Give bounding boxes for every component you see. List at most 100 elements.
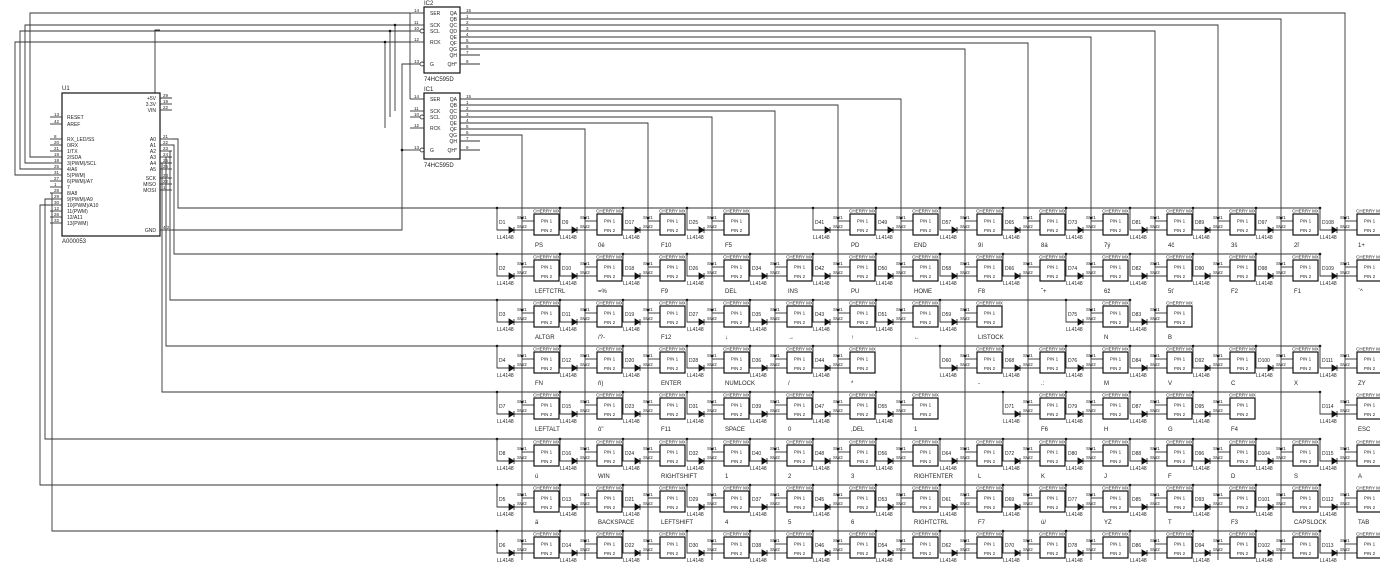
diode-part: LL4148 — [750, 281, 767, 287]
diode-wire — [1129, 254, 1142, 277]
register-pin-number: 10 — [414, 112, 420, 117]
switch-model: CHERRY MX — [1356, 532, 1380, 537]
diode-wire — [559, 392, 572, 415]
diode-wire — [1192, 346, 1205, 369]
switch-pin-label: SW1 — [707, 446, 717, 451]
switch-pin1: PIN 1 — [794, 357, 806, 362]
diode-part: LL4148 — [623, 466, 640, 472]
switch-pin-label: SW2 — [1340, 455, 1350, 460]
diode-part: LL4148 — [1256, 373, 1273, 379]
u1-pin-name: 8/A8 — [67, 191, 78, 197]
switch-pin-label: SW1 — [517, 307, 527, 312]
switch-pin-label: SW1 — [833, 215, 843, 220]
diode-icon — [508, 503, 515, 511]
junction-dot — [520, 354, 524, 358]
switch-pin2: PIN 2 — [667, 505, 679, 510]
diode-icon — [951, 457, 958, 465]
switch-pin-label: SW2 — [1023, 270, 1033, 275]
diode-part: LL4148 — [1320, 235, 1337, 241]
diode-part: LL4148 — [623, 419, 640, 425]
junction-dot — [899, 308, 903, 312]
switch-body — [912, 305, 939, 328]
switch-pin-label: SW2 — [1086, 362, 1096, 367]
diode-icon — [698, 364, 705, 372]
switch-body — [1102, 490, 1129, 513]
diode-reference: D18 — [625, 266, 634, 272]
junction-dot — [1153, 262, 1157, 266]
diode-part: LL4148 — [687, 235, 704, 241]
diode-reference: D38 — [752, 543, 761, 549]
diode-reference: D70 — [1005, 543, 1014, 549]
key-label: ¨^ — [1358, 289, 1363, 295]
switch-pin-label: SW1 — [580, 399, 590, 404]
diode-reference: D102 — [1258, 543, 1270, 549]
key-label: F12 — [661, 335, 672, 341]
switch-pin2: PIN 2 — [1174, 459, 1186, 464]
diode-wire — [1129, 392, 1142, 415]
diode-wire — [496, 392, 509, 415]
switch-pin1: PIN 1 — [920, 219, 932, 224]
switch-pin2: PIN 2 — [1174, 320, 1186, 325]
switch-pin-label: SW1 — [960, 538, 970, 543]
switch-pin2: PIN 2 — [604, 505, 616, 510]
key-label: 8á — [1041, 243, 1048, 249]
u1-pin-number: 32 — [54, 218, 60, 223]
switch-body — [976, 259, 1003, 282]
switch-pin-label: SW2 — [833, 224, 843, 229]
switch-body — [723, 213, 750, 236]
switch-pin2: PIN 2 — [731, 505, 743, 510]
junction-dot — [1026, 447, 1030, 451]
key-label: /?- — [598, 335, 605, 341]
switch-pin1: PIN 1 — [541, 311, 553, 316]
switch-pin-label: SW2 — [1150, 501, 1160, 506]
switch-pin-label: SW2 — [1150, 270, 1160, 275]
diode-reference: D7 — [499, 404, 506, 410]
switch-model: CHERRY MX — [723, 301, 750, 306]
switch-pin2: PIN 2 — [920, 551, 932, 556]
inverted-input-bubble — [419, 147, 425, 153]
diode-wire — [622, 485, 635, 508]
key-label: F2 — [1231, 289, 1239, 295]
switch-pin-label: SW1 — [1086, 353, 1096, 358]
key-label: DEL — [725, 289, 737, 295]
switch-pin-label: SW1 — [707, 307, 717, 312]
diode-part: LL4148 — [876, 327, 893, 333]
switch-pin2: PIN 2 — [920, 320, 932, 325]
junction-dot — [1026, 354, 1030, 358]
switch-pin-label: SW1 — [517, 353, 527, 358]
diode-icon — [824, 318, 831, 326]
inverted-input-bubble — [419, 61, 425, 67]
switch-model: CHERRY MX — [1356, 209, 1380, 214]
switch-body — [723, 259, 750, 282]
switch-pin-label: SW1 — [517, 538, 527, 543]
switch-model: CHERRY MX — [1102, 486, 1129, 491]
junction-dot — [836, 493, 840, 497]
register-pin-number: 7 — [466, 136, 469, 141]
switch-pin2: PIN 2 — [920, 274, 932, 279]
diode-wire — [559, 439, 572, 462]
switch-pin-label: SW1 — [1150, 261, 1160, 266]
diode-reference: D101 — [1258, 497, 1270, 503]
switch-pin-label: SW1 — [896, 538, 906, 543]
u1-pin-name: 4/A6 — [67, 167, 78, 173]
diode-reference: D113 — [1322, 543, 1334, 549]
key-label: 4 — [725, 520, 729, 526]
diode-part: LL4148 — [1130, 419, 1147, 425]
switch-pin1: PIN 1 — [984, 496, 996, 501]
switch-pin-label: SW1 — [643, 307, 653, 312]
switch-pin1: PIN 1 — [541, 450, 553, 455]
switch-pin2: PIN 2 — [667, 228, 679, 233]
diode-reference: D50 — [878, 266, 887, 272]
switch-pin2: PIN 2 — [541, 551, 553, 556]
junction-dot — [400, 148, 404, 152]
diode-part: LL4148 — [497, 419, 514, 425]
switch-body — [1166, 259, 1193, 282]
switch-pin-label: SW2 — [1213, 408, 1223, 413]
junction-dot — [583, 493, 587, 497]
switch-pin2: PIN 2 — [794, 551, 806, 556]
junction-dot — [646, 354, 650, 358]
